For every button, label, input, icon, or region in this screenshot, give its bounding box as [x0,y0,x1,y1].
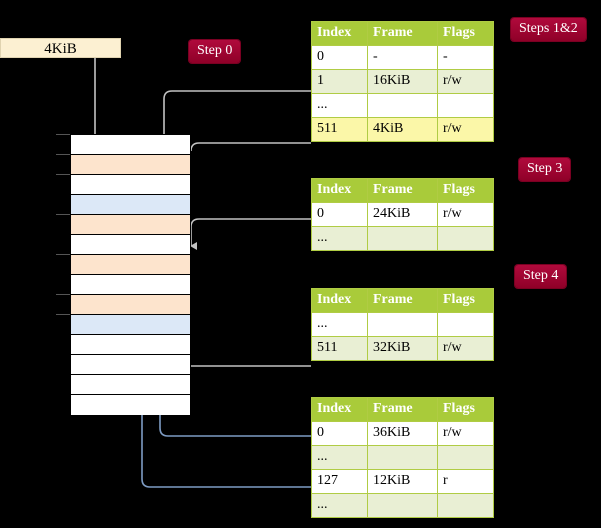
memory-frame-row [71,315,190,335]
column-header-flags: Flags [437,397,494,422]
table-row: ... [311,312,494,337]
cell-frame [367,493,438,518]
cell-index: 0 [311,421,368,446]
column-header-flags: Flags [437,178,494,203]
virtual-page-label: 4KiB [44,41,77,57]
memory-grid-tick [56,154,70,155]
cell-flags: r/w [437,202,494,227]
column-header-index: Index [311,178,368,203]
wire-l2-to-frame [172,314,311,367]
cell-index: ... [311,312,368,337]
column-header-flags: Flags [437,288,494,313]
cell-index: ... [311,226,368,251]
memory-frame-row [71,275,190,295]
memory-frame-row [71,295,190,315]
column-header-frame: Frame [367,288,438,313]
table-row: ... [311,445,494,470]
memory-frame-row [71,235,190,255]
memory-grid-tick [56,214,70,215]
cell-frame: 12KiB [367,469,438,494]
cell-index: 0 [311,202,368,227]
cell-flags [437,493,494,518]
memory-frame-row [71,175,190,195]
cell-flags: r/w [437,69,494,94]
memory-grid-tick [56,174,70,175]
virtual-page-box: 4KiB [0,38,121,58]
cell-index: ... [311,93,368,118]
cell-index: ... [311,493,368,518]
cell-frame: - [367,45,438,70]
table-row: ... [311,493,494,518]
cell-flags: - [437,45,494,70]
memory-frame-row [71,195,190,215]
physical-memory-frames [70,134,191,415]
column-header-index: Index [311,21,368,46]
column-header-frame: Frame [367,397,438,422]
memory-grid-tick [56,294,70,295]
cell-flags [437,93,494,118]
cell-index: 0 [311,45,368,70]
memory-grid-tick [56,254,70,255]
badge-steps-1-2: Steps 1&2 [511,18,586,41]
badge-step-0: Step 0 [189,40,241,63]
cell-index: ... [311,445,368,470]
column-header-index: Index [311,397,368,422]
wire-frame-to-l3-top [182,142,311,162]
cell-frame: 32KiB [367,336,438,361]
cell-flags [437,312,494,337]
cell-index: 1 [311,69,368,94]
memory-frame-row [71,255,190,275]
cell-flags: r/w [437,117,494,142]
cell-flags: r/w [437,421,494,446]
column-header-flags: Flags [437,21,494,46]
memory-frame-row [71,375,190,395]
cell-frame: 24KiB [367,202,438,227]
column-header-index: Index [311,288,368,313]
column-header-frame: Frame [367,178,438,203]
cell-flags [437,226,494,251]
cell-frame: 36KiB [367,421,438,446]
memory-frame-row [71,215,190,235]
memory-frame-row [71,155,190,175]
cell-flags [437,445,494,470]
badge-step-4: Step 4 [515,265,567,288]
cell-frame: 16KiB [367,69,438,94]
cell-frame [367,93,438,118]
cell-index: 511 [311,336,368,361]
cell-flags: r/w [437,336,494,361]
memory-grid-tick [56,314,70,315]
cell-frame: 4KiB [367,117,438,142]
cell-index: 511 [311,117,368,142]
table-row: ... [311,93,494,118]
memory-frame-row [71,355,190,375]
cell-frame [367,226,438,251]
memory-grid-tick [56,134,70,135]
memory-frame-row [71,335,190,355]
memory-frame-row [71,135,190,155]
cell-frame [367,445,438,470]
table-row: 0-- [311,45,494,70]
badge-step-3: Step 3 [519,158,571,181]
table-row: ... [311,226,494,251]
cell-frame [367,312,438,337]
column-header-frame: Frame [367,21,438,46]
cell-flags: r [437,469,494,494]
wire-l3-to-frame [190,218,311,250]
cell-index: 127 [311,469,368,494]
memory-frame-row [71,395,190,415]
